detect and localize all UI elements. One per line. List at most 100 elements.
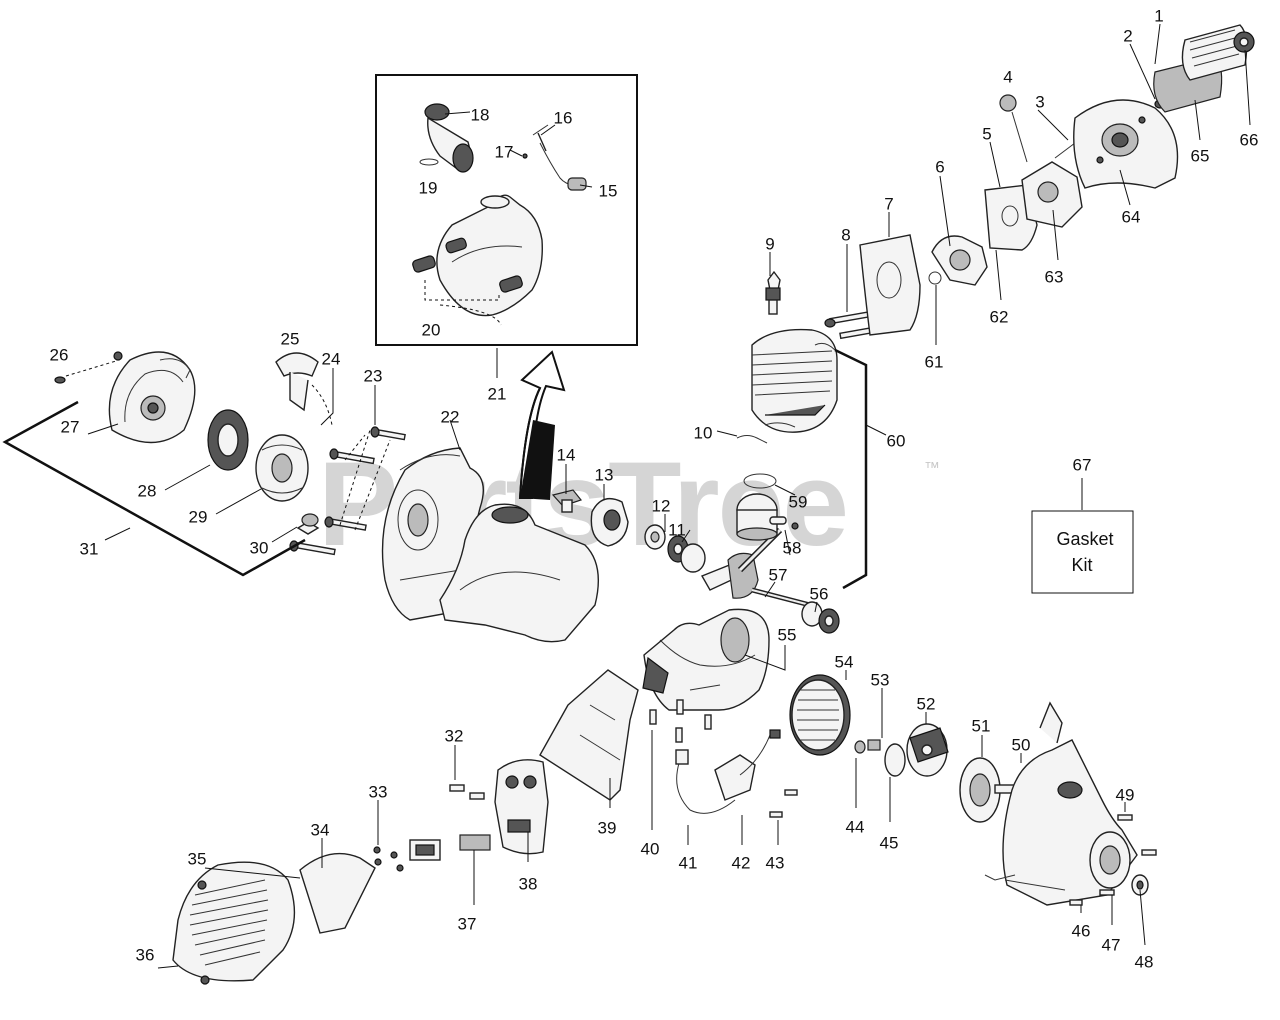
- part-label-40: 40: [641, 839, 660, 858]
- part-label-26: 26: [50, 345, 69, 364]
- part-label-13: 13: [595, 465, 614, 484]
- leader-lines: [87, 23, 1251, 969]
- part-label-47: 47: [1102, 935, 1121, 954]
- air-filter-housing: [1073, 99, 1179, 189]
- part-label-49: 49: [1116, 785, 1135, 804]
- part-label-2: 2: [1123, 26, 1132, 45]
- part-label-5: 5: [982, 124, 991, 143]
- part-label-19: 19: [419, 178, 438, 197]
- crankcase: [642, 608, 770, 711]
- part-label-62: 62: [990, 307, 1009, 326]
- watermark-trademark: ™: [924, 460, 940, 477]
- part-label-52: 52: [917, 694, 936, 713]
- part-label-20: 20: [422, 320, 441, 339]
- fuel-tank-inset: [375, 74, 638, 346]
- part-label-57: 57: [769, 565, 788, 584]
- part-label-7: 7: [884, 194, 893, 213]
- intake-manifold: [928, 235, 988, 286]
- part-label-56: 56: [810, 584, 829, 603]
- part-label-1: 1: [1154, 6, 1163, 25]
- carburetor: [999, 94, 1083, 228]
- part-label-12: 12: [652, 496, 671, 515]
- part-label-65: 65: [1191, 146, 1210, 165]
- part-label-53: 53: [871, 670, 890, 689]
- clutch-washer: [884, 743, 906, 777]
- part-label-66: 66: [1240, 130, 1259, 149]
- part-label-25: 25: [281, 329, 300, 348]
- part-label-3: 3: [1035, 92, 1044, 111]
- muffler-bracket: [299, 852, 376, 934]
- part-label-9: 9: [765, 234, 774, 253]
- part-label-8: 8: [841, 225, 850, 244]
- part-label-24: 24: [322, 349, 341, 368]
- flywheel: [789, 674, 866, 756]
- part-label-21: 21: [488, 384, 507, 403]
- part-label-33: 33: [369, 782, 388, 801]
- part-label-31: 31: [80, 539, 99, 558]
- part-label-22: 22: [441, 407, 460, 426]
- part-number-labels: 1234567891011121314151617181920212223242…: [50, 6, 1259, 971]
- gasket-kit-box: Gasket Kit: [1031, 478, 1134, 594]
- muffler-guard: [172, 861, 296, 985]
- clutch-drum: [959, 757, 1026, 823]
- part-label-28: 28: [138, 481, 157, 500]
- part-label-39: 39: [598, 818, 617, 837]
- tank-housing: [439, 503, 600, 643]
- part-label-17: 17: [495, 142, 514, 161]
- carb-gasket: [984, 184, 1038, 251]
- part-label-64: 64: [1122, 207, 1141, 226]
- part-label-59: 59: [789, 492, 808, 511]
- part-label-45: 45: [880, 833, 899, 852]
- part-label-37: 37: [458, 914, 477, 933]
- heat-shield: [539, 669, 639, 801]
- part-label-30: 30: [250, 538, 269, 557]
- part-label-6: 6: [935, 157, 944, 176]
- gasket-kit-line1: Gasket: [1056, 529, 1113, 549]
- part-label-42: 42: [732, 853, 751, 872]
- part-label-46: 46: [1072, 921, 1091, 940]
- part-label-18: 18: [471, 105, 490, 124]
- crankcase-bolts: [649, 699, 712, 743]
- intake-plate: [859, 234, 921, 336]
- part-label-55: 55: [778, 625, 797, 644]
- part-label-60: 60: [887, 431, 906, 450]
- cylinder: [751, 328, 838, 433]
- air-filter-cover: [1153, 24, 1248, 113]
- part-label-38: 38: [519, 874, 538, 893]
- assembly-arrow: [518, 350, 566, 500]
- retainer-clips: [736, 422, 796, 444]
- center-small-parts: [551, 489, 706, 573]
- part-label-23: 23: [364, 366, 383, 385]
- crank-piston: [700, 473, 840, 634]
- part-label-29: 29: [189, 507, 208, 526]
- part-label-15: 15: [599, 181, 618, 200]
- part-label-43: 43: [766, 853, 785, 872]
- part-label-10: 10: [694, 423, 713, 442]
- spacer: [867, 739, 881, 751]
- part-label-4: 4: [1003, 67, 1012, 86]
- part-label-61: 61: [925, 352, 944, 371]
- part-label-41: 41: [679, 853, 698, 872]
- cylinder-bolts: [824, 310, 880, 340]
- part-label-44: 44: [846, 817, 865, 836]
- spark-plug: [765, 270, 781, 315]
- part-label-63: 63: [1045, 267, 1064, 286]
- gearbox-housing: [984, 701, 1149, 906]
- part-label-58: 58: [783, 538, 802, 557]
- part-label-54: 54: [835, 652, 854, 671]
- part-label-16: 16: [554, 108, 573, 127]
- part-label-36: 36: [136, 945, 155, 964]
- starter-group: [54, 351, 406, 556]
- part-label-35: 35: [188, 849, 207, 868]
- clutch: [906, 723, 949, 777]
- part-label-50: 50: [1012, 735, 1031, 754]
- part-label-51: 51: [972, 716, 991, 735]
- part-label-32: 32: [445, 726, 464, 745]
- ignition-module: [675, 729, 781, 814]
- part-label-27: 27: [61, 417, 80, 436]
- part-label-14: 14: [557, 445, 576, 464]
- muffler-plate: [459, 834, 491, 851]
- gasket-kit-line2: Kit: [1071, 555, 1092, 575]
- part-label-11: 11: [668, 520, 686, 539]
